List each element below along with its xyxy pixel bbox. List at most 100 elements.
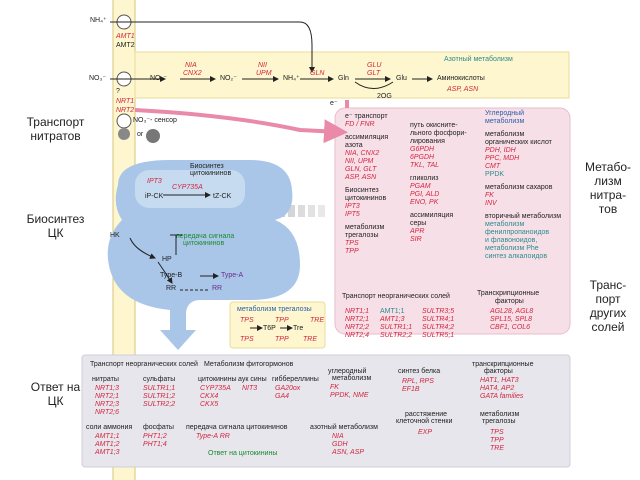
list-item: путь окисните- xyxy=(410,122,458,129)
treh-tps: TPS xyxy=(240,317,254,324)
flow-amino-acids: Аминокислоты xyxy=(437,75,485,82)
list-item: серы xyxy=(410,220,427,227)
list-item: NIA xyxy=(332,433,344,440)
list-item: CKX5 xyxy=(200,401,219,408)
flow-glu: Glu xyxy=(396,75,407,82)
list-item: TPS xyxy=(345,240,359,247)
side-label-nitrate-transport: Транспорт нитратов xyxy=(8,115,103,143)
list-item: трегалозы xyxy=(345,232,379,239)
gray-auxin: аук сины xyxy=(238,376,267,383)
gray-cellwall-list: EXP xyxy=(418,429,432,437)
signal-title: цитокининов xyxy=(183,240,225,247)
list-item: NRT2;1 xyxy=(95,393,119,400)
list-item: синтез алкалоидов xyxy=(485,253,548,260)
enzyme-gln: GLN xyxy=(310,70,325,77)
list-item: HAT1, HAT3 xyxy=(480,377,519,384)
ipck-label: iP-CK xyxy=(145,193,164,200)
list-item: PHT1;4 xyxy=(143,441,167,448)
list-item: органических кислот xyxy=(485,139,552,146)
list-item: ассимиляция xyxy=(410,212,454,219)
list-item: метаболизм xyxy=(485,221,525,228)
list-item: PDH, IDH xyxy=(485,147,516,154)
list-item: льного фосфори- xyxy=(410,130,467,137)
list-item: e⁻ транспорт xyxy=(345,113,388,120)
label-line: Ответ на xyxy=(30,380,81,394)
gray-treh: метаболизм xyxy=(480,411,520,418)
list-item: GATA families xyxy=(480,393,524,400)
label-line: ЦК xyxy=(47,226,64,240)
list-item: PPC, MDH xyxy=(485,155,520,162)
list-item: G6PDH xyxy=(410,146,435,153)
list-item: цитокининов xyxy=(345,195,387,202)
list-item: AMT1;2 xyxy=(95,441,120,448)
enzyme-nia: NIA xyxy=(185,62,197,69)
gray-treh: трегалозы xyxy=(482,418,516,425)
flow-no2: NO₂⁻ xyxy=(220,75,237,82)
list-item: FK xyxy=(485,192,494,199)
question-mark: ? xyxy=(116,88,120,95)
nrt-label: NRT1 xyxy=(116,98,135,105)
gray-ammonium: соли аммония xyxy=(86,424,133,431)
pink-tf-title: Транскрипционные xyxy=(477,290,540,297)
label-line: Биосинтез xyxy=(26,212,85,226)
list-item: EXP xyxy=(418,429,433,436)
label-line: порт xyxy=(595,292,621,306)
treh-tre-enzyme: TRE xyxy=(310,317,324,324)
list-item: GDH xyxy=(332,441,348,448)
ipt3-label: IPT3 xyxy=(147,178,162,185)
nh4-outside: NH₄⁺ xyxy=(90,17,107,24)
band-title: Азотный метаболизм xyxy=(444,56,513,63)
list-item: SULTR1;1 xyxy=(380,324,413,331)
gray-h1: Транспорт неорганических солей xyxy=(90,361,198,368)
list-item: SIR xyxy=(410,236,422,243)
list-item: AMT1;1 xyxy=(95,433,120,440)
gray-signal-list: Type-A RR xyxy=(196,433,230,441)
bios-title: цитокининов xyxy=(190,170,232,177)
list-item: NII, UPM xyxy=(345,158,374,165)
list-item: NRT2;2 xyxy=(345,324,369,331)
side-label-other-transport: Транс- порт других солей xyxy=(578,278,638,334)
list-item: PPDK, NME xyxy=(330,392,369,399)
list-item: AMT1;3 xyxy=(95,449,120,456)
gray-auxin-list: NIT3 xyxy=(242,385,257,393)
list-item: TPP xyxy=(345,248,359,255)
list-item: GA20ox xyxy=(275,385,301,392)
typea-label: Type-A xyxy=(221,272,244,279)
side-label-nitrate-metabolism: Метабо- лизм нитра- тов xyxy=(578,160,638,216)
enzyme-asp-asn: ASP, ASN xyxy=(447,86,479,93)
list-item: GA4 xyxy=(275,393,290,400)
treh-tre-sugar: Tre xyxy=(293,325,304,332)
list-item: IPT3 xyxy=(345,203,360,210)
list-item: CBF1, COL6 xyxy=(490,324,531,331)
list-item: 6PGDH xyxy=(410,154,435,161)
gray-nitrates: нитраты xyxy=(92,376,119,383)
enzyme-nii: NII xyxy=(258,62,267,69)
gray-nitrogen: азотный метаболизм xyxy=(310,424,378,431)
gray-cytok: цитокинины xyxy=(198,376,237,383)
list-item: Type-A RR xyxy=(196,433,230,440)
response-box xyxy=(81,354,571,468)
nrt-label: NRT2 xyxy=(116,107,135,114)
gray-cellwall: расстяжение xyxy=(405,411,448,418)
list-item: SPL15, SPL8 xyxy=(490,316,533,323)
rr-label-b: RR xyxy=(166,285,177,292)
signal-title: передача сигнала xyxy=(176,233,235,240)
list-item: SULTR4;2 xyxy=(422,324,455,331)
flow-2og: 2OG xyxy=(377,93,392,100)
list-item: EF1B xyxy=(402,386,420,393)
enzyme-glu: GLU xyxy=(367,62,382,69)
gray-protein: синтез белка xyxy=(398,368,441,375)
label-line: солей xyxy=(591,320,625,334)
tzck-label: tZ-CK xyxy=(213,193,232,200)
enzyme-cnx2: CNX2 xyxy=(183,70,202,77)
enzyme-upm: UPM xyxy=(256,70,272,77)
